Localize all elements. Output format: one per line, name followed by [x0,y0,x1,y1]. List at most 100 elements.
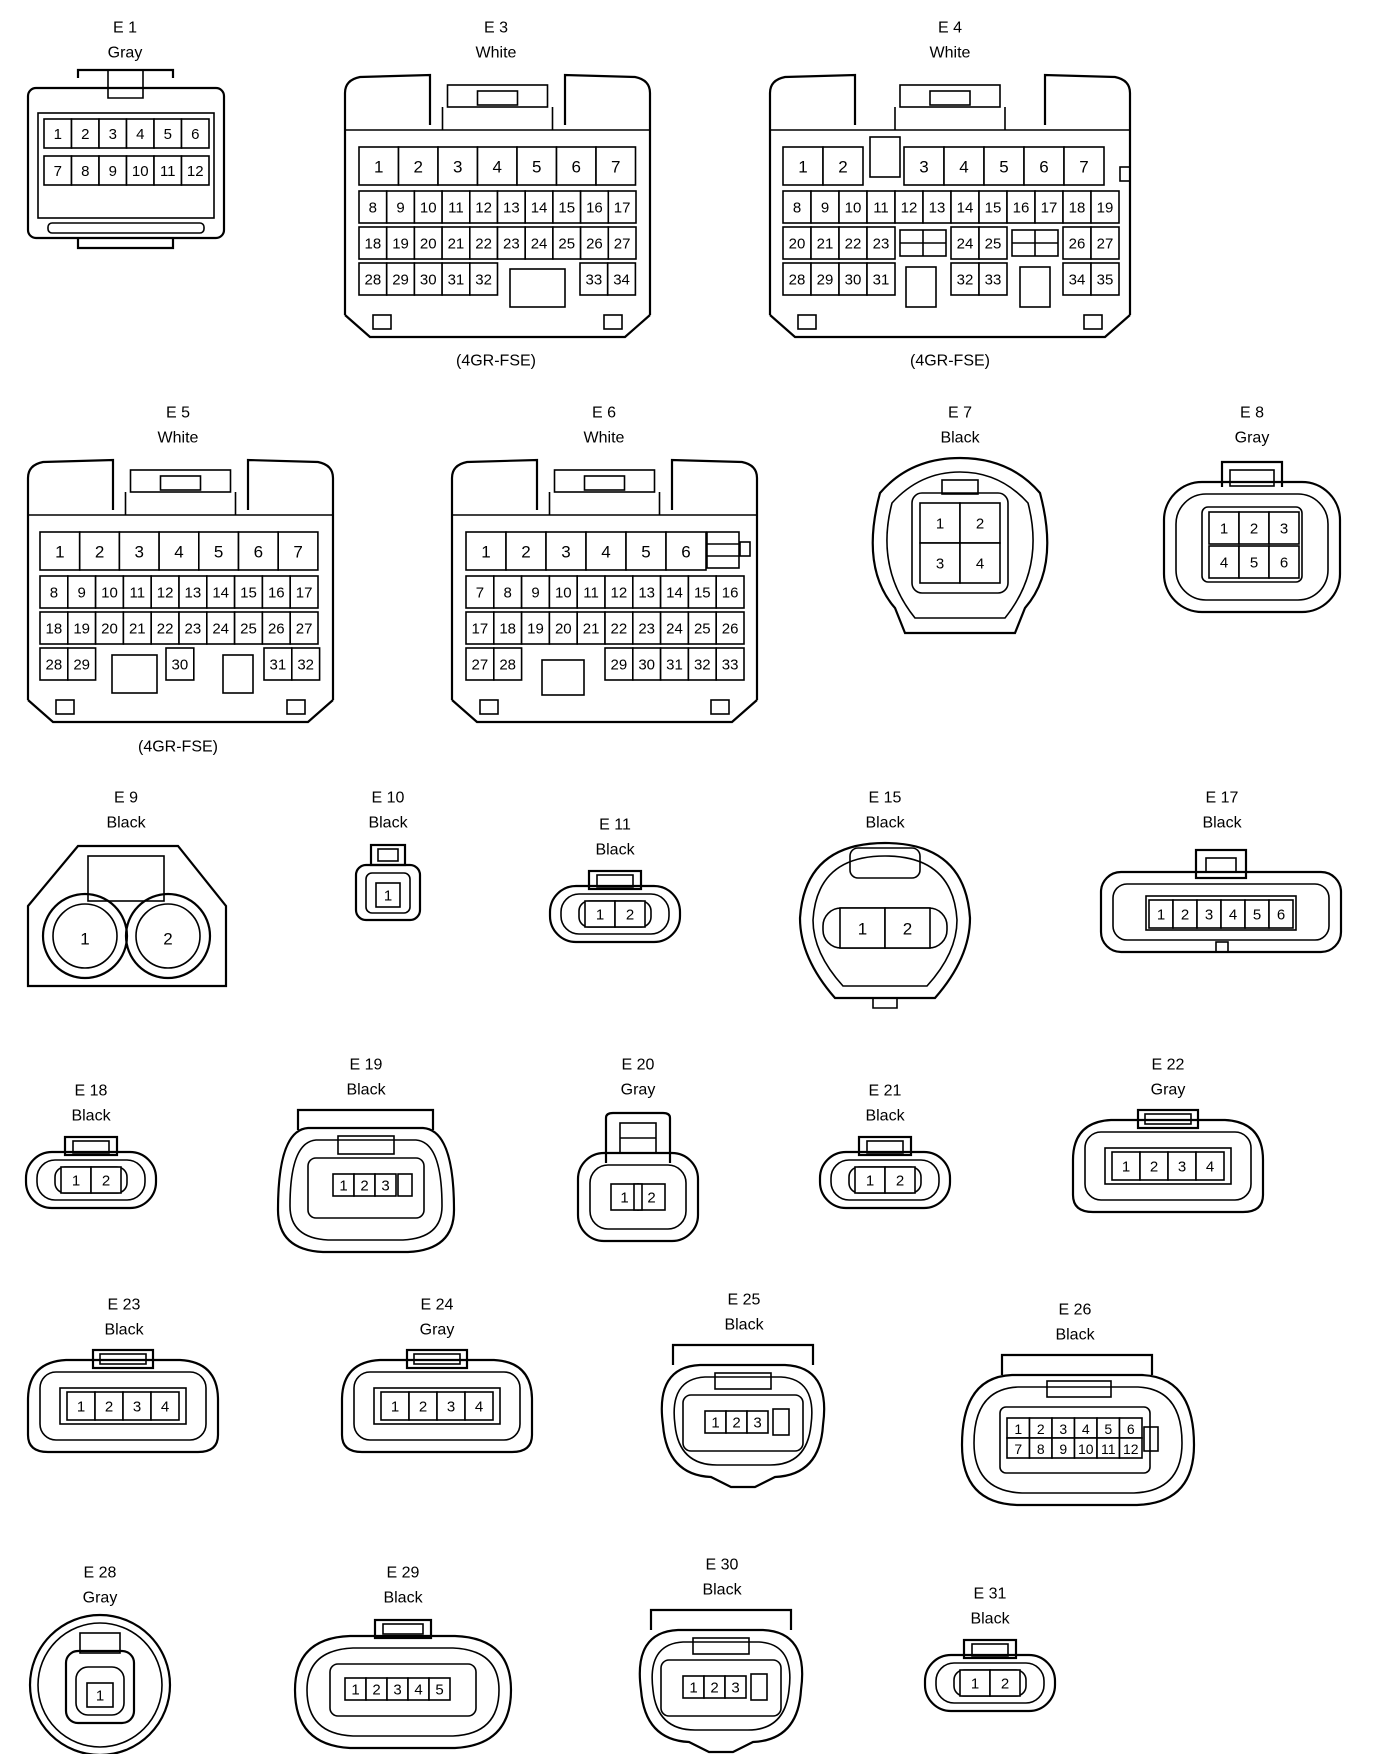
pin-16: 16 [268,585,285,602]
connector-outline [222,654,254,694]
pin-3: 3 [447,1399,455,1416]
connector-code: E 18 [75,1083,108,1100]
pin-1: 1 [391,1399,399,1416]
connector-outline [962,1638,1018,1660]
connector-color: Black [368,815,408,832]
connector-outline [353,1371,521,1441]
pin-1: 1 [96,1688,104,1705]
connector-outline [385,190,416,224]
connector-outline [87,855,165,902]
connector-outline [1268,899,1294,929]
pin-27: 27 [472,657,489,674]
connector-outline [1208,511,1240,545]
pin-11: 11 [583,585,599,602]
pin-2: 2 [95,543,104,562]
pin-8: 8 [369,200,377,217]
connector-outline [373,1387,501,1425]
pin-24: 24 [212,621,229,638]
connector-outline [715,647,745,681]
pin-22: 22 [845,236,862,253]
connector-outline [437,146,479,186]
pin-32: 32 [694,657,711,674]
pin-2: 2 [1150,1159,1158,1176]
pin-4: 4 [493,158,502,177]
connector-color: Gray [420,1322,455,1339]
pin-12: 12 [187,163,204,180]
connector-outline [830,1159,940,1201]
connector-outline [1019,266,1051,308]
pin-4: 4 [976,556,984,573]
connector-outline [692,1637,750,1655]
connector-outline [39,647,69,681]
connector-code: E 24 [421,1297,454,1314]
connector-outline [866,226,896,260]
connector-code: E 1 [113,20,137,37]
connector-outline [67,647,97,681]
pin-18: 18 [1069,200,1086,217]
connector-outline [180,155,210,186]
connector-outline [1175,493,1329,601]
pin-1: 1 [1157,907,1165,924]
connector-outline [810,190,840,224]
connector-outline [899,84,1001,108]
connector-outline [90,1166,122,1194]
pin-5: 5 [1104,1421,1112,1437]
pin-29: 29 [392,272,409,289]
pin-29: 29 [611,657,628,674]
connector-note: (4GR-FSE) [910,353,990,370]
connector-outline [1244,899,1270,929]
connector-outline [178,611,208,645]
connector-outline [289,611,319,645]
connector-outline [358,190,388,224]
pin-27: 27 [1097,236,1114,253]
connector-outline [810,262,840,296]
pin-32: 32 [297,657,314,674]
pin-20: 20 [555,621,572,638]
connector-outline [66,1391,96,1421]
connector-code: E 23 [108,1297,141,1314]
connector-outline [900,230,946,256]
connector-outline [135,903,201,969]
connector-outline [159,475,202,491]
connector-outline [553,469,656,493]
connector-color: Black [865,815,905,832]
pin-25: 25 [558,236,575,253]
connector-outline [492,611,523,645]
pin-1: 1 [351,1682,359,1699]
pin-7: 7 [293,543,302,562]
connector-color: White [476,45,517,62]
pin-26: 26 [586,236,603,253]
connector-note: (4GR-FSE) [456,353,536,370]
connector-outline [375,882,401,908]
pin-7: 7 [476,585,484,602]
pin-17: 17 [472,621,489,638]
pin-1: 1 [936,516,944,533]
connector-outline [165,647,195,681]
connector-code: E 25 [728,1292,761,1309]
connector-outline [441,107,554,130]
pin-23: 23 [638,621,655,638]
connector-outline [153,118,183,149]
connector-outline [343,73,432,315]
connector-outline [1268,545,1300,579]
connector-outline [978,226,1008,260]
pin-22: 22 [475,236,492,253]
connector-outline [111,654,158,694]
connector-outline [768,73,857,315]
connector-outline [76,68,175,78]
pin-6: 6 [681,543,690,562]
connector-outline [587,869,643,891]
pin-13: 13 [929,200,946,217]
connector-outline [919,542,961,584]
pin-9: 9 [821,200,829,217]
connector-outline [670,458,759,700]
pin-19: 19 [73,621,90,638]
